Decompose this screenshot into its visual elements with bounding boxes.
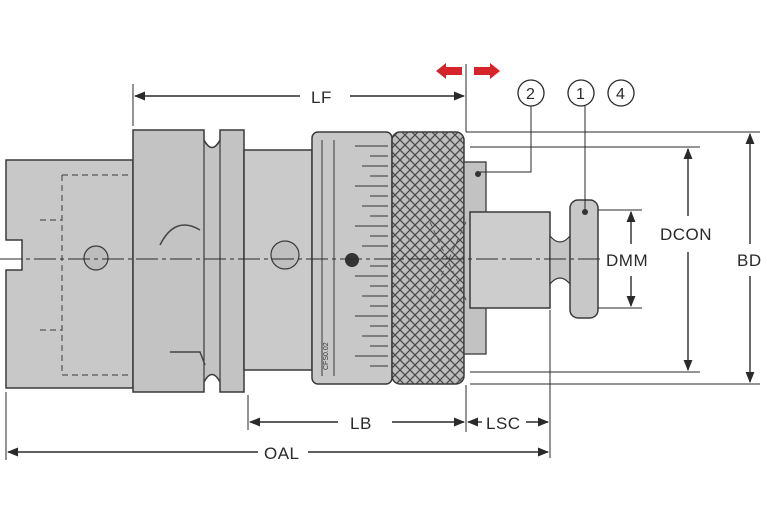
lb-label: LB xyxy=(350,414,372,433)
svg-text:4: 4 xyxy=(616,86,625,103)
neck xyxy=(243,149,313,371)
svg-text:2: 2 xyxy=(526,86,535,103)
dmm-label: DMM xyxy=(606,251,648,270)
dimension-lines xyxy=(6,91,755,457)
flange xyxy=(132,129,245,393)
bd-label: BD xyxy=(737,251,762,270)
scale-ring: CFS0.02 xyxy=(311,131,393,385)
callout-1: 1 xyxy=(567,79,595,210)
lf-label: LF xyxy=(311,88,332,107)
callout-2: 2 xyxy=(480,79,545,173)
lsc-label: LSC xyxy=(486,414,521,433)
knurled-ring xyxy=(391,131,465,385)
body-engraving: CFS0.02 xyxy=(323,342,330,370)
svg-text:1: 1 xyxy=(576,86,585,103)
callout-4: 4 xyxy=(607,79,635,107)
dcon-label: DCON xyxy=(660,225,712,244)
scale-ticks xyxy=(355,145,388,367)
oal-label: OAL xyxy=(264,444,300,463)
adjustment-arrows-icon xyxy=(436,63,500,79)
taper-shank xyxy=(5,159,134,389)
